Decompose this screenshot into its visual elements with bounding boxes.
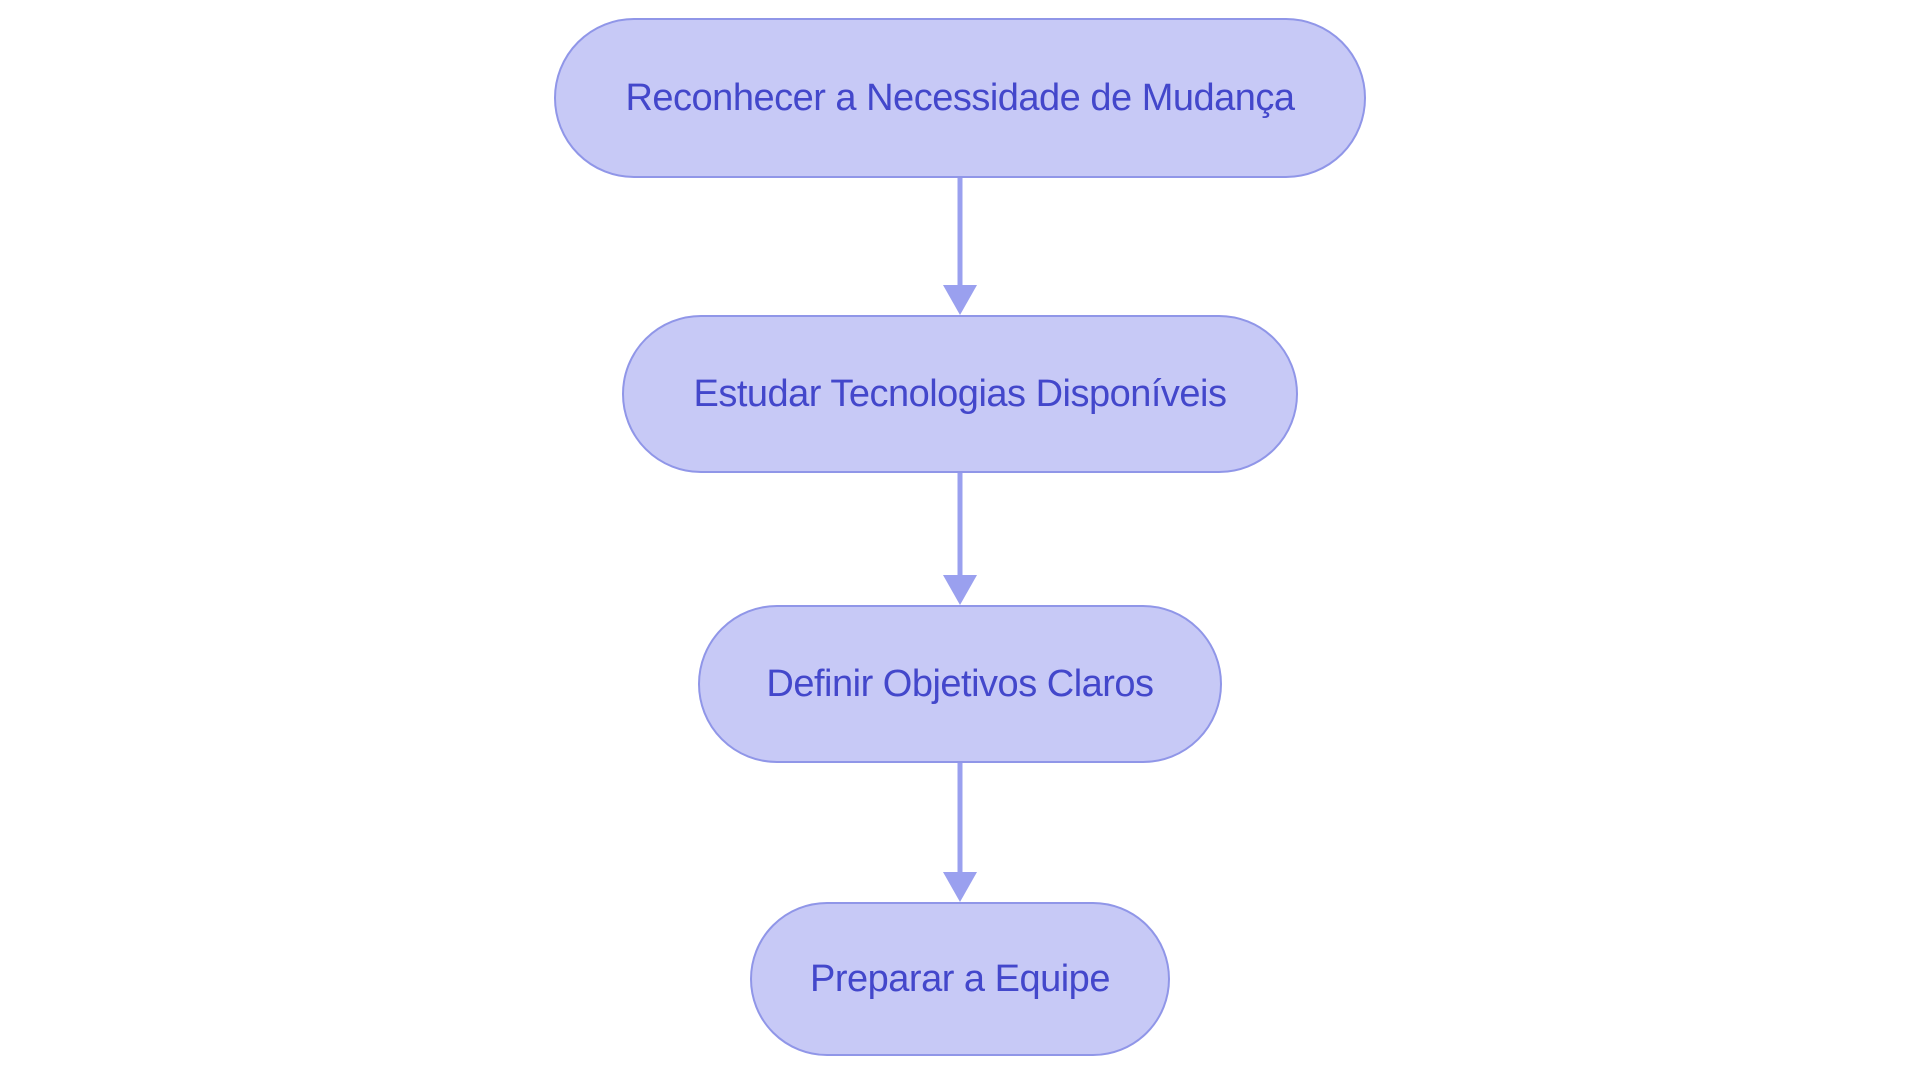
flow-arrow-down-2 xyxy=(942,473,978,605)
node-preparar-equipe: Preparar a Equipe xyxy=(750,902,1170,1056)
node-definir-objetivos: Definir Objetivos Claros xyxy=(698,605,1222,763)
node-label: Reconhecer a Necessidade de Mudança xyxy=(625,76,1295,119)
node-reconhecer-necessidade-mudanca: Reconhecer a Necessidade de Mudança xyxy=(554,18,1366,178)
node-label: Definir Objetivos Claros xyxy=(766,662,1154,705)
node-label: Estudar Tecnologias Disponíveis xyxy=(693,372,1228,415)
node-label: Preparar a Equipe xyxy=(810,957,1110,1000)
flow-arrow-down-1 xyxy=(942,178,978,315)
node-estudar-tecnologias: Estudar Tecnologias Disponíveis xyxy=(622,315,1298,473)
flow-arrow-down-3 xyxy=(942,763,978,902)
